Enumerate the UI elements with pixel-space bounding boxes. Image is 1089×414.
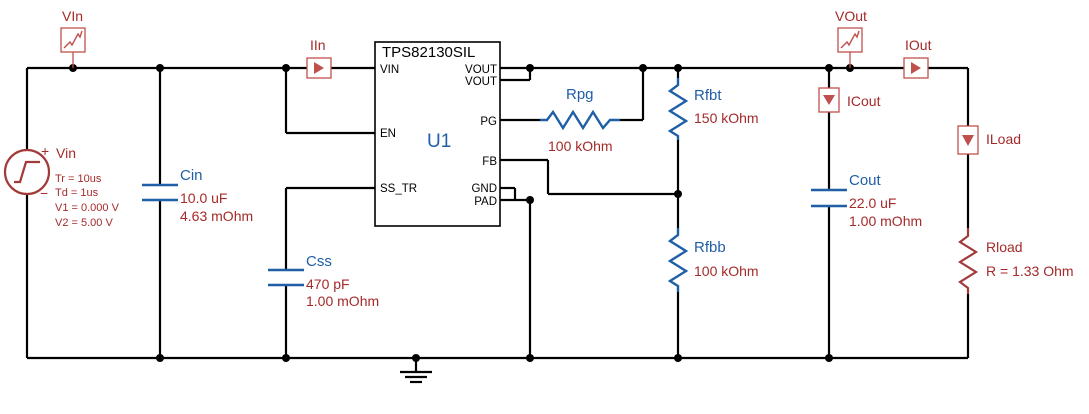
- current-probe-iin[interactable]: IIn: [306, 37, 332, 79]
- rload-value: R = 1.33 Ohm: [986, 263, 1074, 279]
- voltage-probe-vout[interactable]: VOut: [835, 8, 867, 68]
- rfbt-value: 150 kOhm: [694, 110, 759, 126]
- ic-part-number: TPS82130SIL: [382, 44, 475, 61]
- iin-probe-label: IIn: [310, 37, 326, 53]
- pin-fb: FB: [482, 156, 497, 168]
- pin-vout-1: VOUT: [465, 64, 497, 76]
- rpg-value: 100 kOhm: [548, 138, 613, 154]
- pin-vout-2: VOUT: [465, 76, 497, 88]
- minus-sign: −: [40, 185, 48, 201]
- rpg-name: Rpg: [566, 86, 594, 103]
- capacitor-css[interactable]: Css 470 pF 1.00 mOhm: [268, 253, 379, 309]
- css-value: 470 pF: [306, 276, 350, 292]
- pin-pad: PAD: [474, 196, 497, 208]
- plus-sign: +: [41, 143, 49, 159]
- resistor-rfbt[interactable]: Rfbt 150 kOhm: [667, 78, 759, 140]
- capacitor-cout[interactable]: Cout 22.0 uF 1.00 mOhm: [811, 172, 922, 229]
- icout-probe-label: ICout: [847, 93, 881, 109]
- cout-esr: 1.00 mOhm: [849, 213, 922, 229]
- cin-value: 10.0 uF: [180, 190, 227, 206]
- pin-gnd: GND: [471, 183, 497, 195]
- pin-en: EN: [380, 128, 396, 140]
- rfbt-name: Rfbt: [694, 87, 722, 104]
- pin-ss-tr: SS_TR: [380, 183, 417, 195]
- rload-name: Rload: [986, 239, 1023, 255]
- css-esr: 1.00 mOhm: [306, 293, 379, 309]
- vin-v2: V2 = 5.00 V: [55, 217, 113, 229]
- vout-probe-label: VOut: [835, 8, 867, 24]
- pin-vin: VIN: [380, 64, 399, 76]
- ic-reference: U1: [427, 131, 451, 152]
- rfbb-name: Rfbb: [694, 239, 726, 256]
- resistor-rload[interactable]: Rload R = 1.33 Ohm: [957, 228, 1074, 294]
- current-probe-icout[interactable]: ICout: [818, 87, 881, 113]
- wires: [25, 66, 970, 384]
- css-name: Css: [306, 253, 332, 270]
- iload-probe-label: ILoad: [986, 131, 1021, 147]
- resistor-rpg[interactable]: Rpg 100 kOhm: [540, 86, 620, 154]
- vin-source-name: Vin: [56, 145, 76, 161]
- resistor-rfbb[interactable]: Rfbb 100 kOhm: [667, 228, 759, 292]
- iout-probe-label: IOut: [905, 37, 932, 53]
- ic-u1[interactable]: TPS82130SIL U1 VIN EN SS_TR VOUT VOUT PG…: [374, 41, 501, 227]
- pin-pg: PG: [480, 116, 497, 128]
- vin-probe-label: VIn: [62, 8, 83, 24]
- cout-name: Cout: [849, 172, 882, 189]
- cin-name: Cin: [180, 167, 203, 184]
- voltage-source-vin[interactable]: + − Vin Tr = 10us Td = 1us V1 = 0.000 V …: [3, 143, 120, 229]
- current-probe-iout[interactable]: IOut: [903, 37, 932, 79]
- vin-v1: V1 = 0.000 V: [55, 202, 120, 214]
- capacitor-cin[interactable]: Cin 10.0 uF 4.63 mOhm: [142, 167, 253, 224]
- vin-td: Td = 1us: [55, 187, 99, 199]
- cin-esr: 4.63 mOhm: [180, 208, 253, 224]
- rfbb-value: 100 kOhm: [694, 263, 759, 279]
- cout-value: 22.0 uF: [849, 195, 896, 211]
- voltage-probe-vin[interactable]: VIn: [60, 8, 86, 68]
- current-probe-iload[interactable]: ILoad: [957, 125, 1021, 155]
- vin-tr: Tr = 10us: [55, 173, 102, 185]
